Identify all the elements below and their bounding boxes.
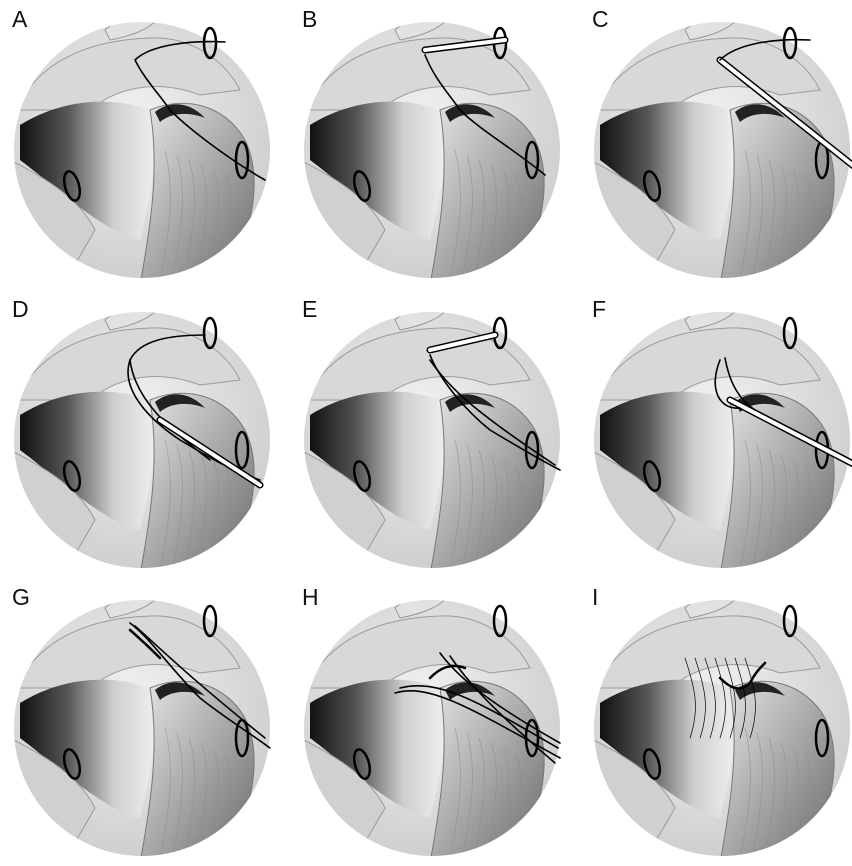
panel-b: B <box>290 0 574 288</box>
panel-label: C <box>592 6 609 33</box>
panel-d: D <box>0 290 284 578</box>
humeral-head <box>430 393 544 575</box>
panel-h: H <box>290 578 574 866</box>
illustration <box>580 578 852 866</box>
panel-e: E <box>290 290 574 578</box>
illustration <box>290 290 574 578</box>
humeral-head <box>140 681 254 863</box>
panel-label: G <box>12 584 30 611</box>
illustration <box>0 290 284 578</box>
illustration <box>580 0 852 288</box>
panel-a: A <box>0 0 284 288</box>
panel-label: F <box>592 296 606 323</box>
panel-c: C <box>580 0 852 288</box>
humeral-head <box>720 681 834 863</box>
panel-g: G <box>0 578 284 866</box>
illustration <box>290 578 574 866</box>
humeral-head <box>430 103 544 285</box>
panel-label: B <box>302 6 317 33</box>
panel-f: F <box>580 290 852 578</box>
illustration <box>0 578 284 866</box>
illustration <box>290 0 574 288</box>
illustration <box>580 290 852 578</box>
panel-label: E <box>302 296 317 323</box>
panel-label: H <box>302 584 319 611</box>
illustration <box>0 0 284 288</box>
panel-label: A <box>12 6 27 33</box>
humeral-head <box>720 103 834 285</box>
panel-i: I <box>580 578 852 866</box>
panel-label: D <box>12 296 29 323</box>
panel-label: I <box>592 584 598 611</box>
humeral-head <box>140 103 254 285</box>
